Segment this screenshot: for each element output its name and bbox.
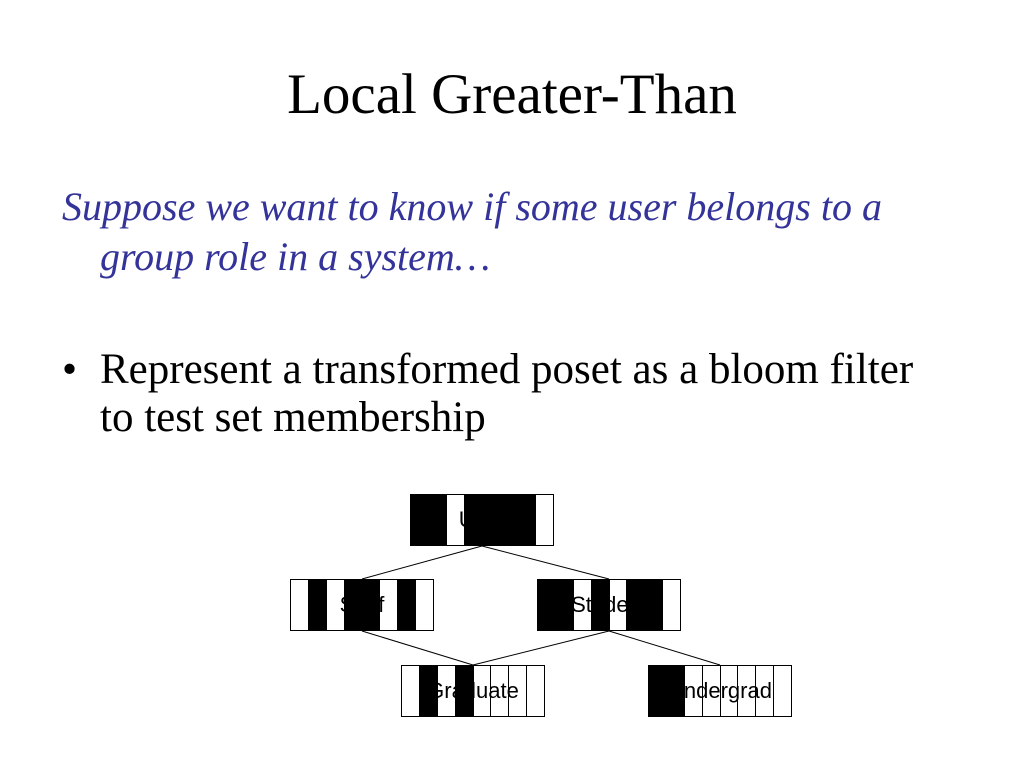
poset-node-student: Student xyxy=(537,579,681,631)
bit-set-cell xyxy=(555,580,574,630)
bit-set-cell xyxy=(308,580,327,630)
bloom-filter-bits xyxy=(649,666,791,716)
bit-set-cell xyxy=(428,495,447,545)
bit-clear-cell xyxy=(473,666,492,716)
bit-set-cell xyxy=(538,580,556,630)
bit-set-cell xyxy=(455,666,474,716)
bit-set-cell xyxy=(419,666,438,716)
bit-clear-cell xyxy=(609,580,628,630)
poset-node-undergrad: Undergrad xyxy=(648,665,792,717)
bit-clear-cell xyxy=(536,495,553,545)
bit-clear-cell xyxy=(573,580,592,630)
bit-clear-cell xyxy=(774,666,791,716)
poset-node-user: User xyxy=(410,494,554,546)
bullet-text-line: to test set membership xyxy=(100,394,486,441)
bloom-filter-bits xyxy=(291,580,433,630)
bit-clear-cell xyxy=(684,666,703,716)
bit-set-cell xyxy=(464,495,483,545)
bloom-filter-bits xyxy=(538,580,680,630)
bit-clear-cell xyxy=(702,666,721,716)
bit-set-cell xyxy=(344,580,363,630)
bullet-marker: • xyxy=(62,346,78,393)
bit-set-cell xyxy=(518,495,537,545)
poset-edge xyxy=(472,630,610,666)
bloom-filter-bits xyxy=(402,666,544,716)
bit-set-cell xyxy=(645,580,664,630)
bit-set-cell xyxy=(398,580,417,630)
bloom-filter-bits xyxy=(411,495,553,545)
node-label: User xyxy=(458,507,506,532)
bit-clear-cell xyxy=(437,666,456,716)
poset-edge xyxy=(608,630,721,666)
node-label: Undergrad xyxy=(668,678,772,703)
bit-set-cell xyxy=(482,495,501,545)
poset-node-graduate: Graduate xyxy=(401,665,545,717)
intro-text-line: group role in a system… xyxy=(100,234,491,279)
bit-clear-cell xyxy=(527,666,544,716)
bit-set-cell xyxy=(649,666,667,716)
bit-clear-cell xyxy=(291,580,309,630)
bit-set-cell xyxy=(627,580,646,630)
bit-set-cell xyxy=(666,666,685,716)
poset-edge xyxy=(481,545,610,580)
bit-set-cell xyxy=(500,495,519,545)
bit-set-cell xyxy=(591,580,610,630)
bit-clear-cell xyxy=(380,580,399,630)
bit-clear-cell xyxy=(416,580,433,630)
poset-edge xyxy=(361,545,483,580)
bullet-text-line: Represent a transformed poset as a bloom… xyxy=(100,346,914,393)
node-label: Graduate xyxy=(427,678,519,703)
bit-clear-cell xyxy=(509,666,528,716)
bit-set-cell xyxy=(411,495,429,545)
node-label: Staff xyxy=(339,592,385,617)
bit-clear-cell xyxy=(326,580,345,630)
node-label: Student xyxy=(571,592,647,617)
bit-clear-cell xyxy=(491,666,510,716)
bit-clear-cell xyxy=(738,666,757,716)
bit-set-cell xyxy=(362,580,381,630)
bit-clear-cell xyxy=(446,495,465,545)
intro-text-line: Suppose we want to know if some user bel… xyxy=(62,184,882,229)
slide-title: Local Greater-Than xyxy=(287,63,737,126)
bit-clear-cell xyxy=(720,666,739,716)
bit-clear-cell xyxy=(756,666,775,716)
bit-clear-cell xyxy=(663,580,680,630)
bit-clear-cell xyxy=(402,666,420,716)
poset-edge xyxy=(361,630,474,666)
poset-node-staff: Staff xyxy=(290,579,434,631)
